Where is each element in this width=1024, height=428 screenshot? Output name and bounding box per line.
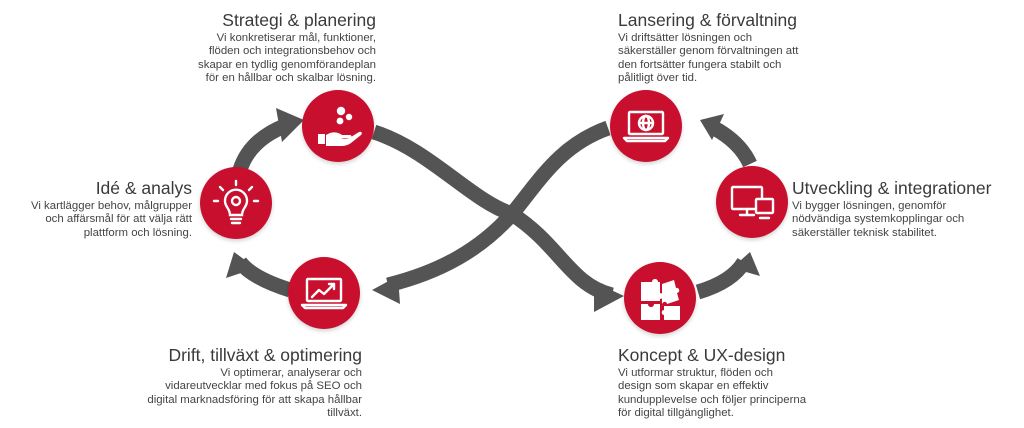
step-ide: Idé & analys Vi kartlägger behov, målgru… <box>4 178 192 240</box>
step-line: Vi kartlägger behov, målgrupper <box>30 200 192 212</box>
node-strategi <box>302 90 374 162</box>
arrow-utveckling-to-lansering <box>710 121 757 168</box>
step-line: för digital tillgänglighet. <box>618 407 734 420</box>
arrowhead-koncept <box>594 282 624 312</box>
step-koncept: Koncept & UX-design Vi utformar struktur… <box>618 345 858 421</box>
arrow-lansering-to-drift <box>386 120 611 293</box>
arrowhead-strategi <box>276 108 304 142</box>
step-line: nödvändiga systemkopplingar och <box>792 213 965 226</box>
step-line: kundupplevelse och följer principerna <box>618 393 807 406</box>
step-line: plattform och lösning. <box>83 226 192 239</box>
step-title: Strategi & planering <box>222 10 376 30</box>
arrowhead-lansering <box>700 114 724 140</box>
step-line: Vi konkretiserar mål, funktioner, <box>216 32 376 44</box>
connected-screens-icon <box>730 185 775 220</box>
step-utveckling: Utveckling & integrationer Vi bygger lös… <box>792 178 1022 240</box>
arrowhead-drift <box>372 276 400 304</box>
step-line: Vi driftsätter lösningen och <box>618 32 753 44</box>
step-line: den fortsätter fungera stabilt och <box>618 58 782 71</box>
node-ide <box>200 167 272 239</box>
step-line: och affärsmål för att välja rätt <box>45 213 192 226</box>
step-line: tillväxt. <box>327 407 362 420</box>
laptop-growth-chart-icon <box>300 277 348 310</box>
step-title: Drift, tillväxt & optimering <box>168 345 362 365</box>
step-line: Vi bygger lösningen, genomför <box>792 200 947 212</box>
step-line: design som skapar en effektiv <box>618 380 769 393</box>
step-line: för en hållbar och skalbar lösning. <box>205 72 376 85</box>
step-title: Idé & analys <box>95 178 192 198</box>
node-koncept <box>624 262 696 334</box>
hand-with-bubbles-icon <box>318 106 362 146</box>
step-line: vidareutvecklar med fokus på SEO och <box>165 380 362 393</box>
step-lansering: Lansering & förvaltning Vi driftsätter l… <box>618 10 848 86</box>
step-line: flöden och integrationsbehov och <box>208 45 376 58</box>
step-line: säkerställer teknisk stabilitet. <box>792 226 937 239</box>
step-line: skapar en tydlig genomförandeplan <box>198 58 376 71</box>
step-title: Utveckling & integrationer <box>792 178 992 198</box>
step-line: säkerställer genom förvaltningen att <box>618 45 799 58</box>
step-title: Lansering & förvaltning <box>618 10 797 30</box>
lightbulb-gear-icon <box>212 179 260 225</box>
puzzle-pieces-icon <box>641 279 680 320</box>
step-line: Vi utformar struktur, flöden och <box>618 367 773 379</box>
arrowhead-ide <box>226 252 256 278</box>
step-line: pålitligt över tid. <box>618 72 698 85</box>
arrowhead-utveckling <box>732 252 760 276</box>
node-lansering <box>610 90 682 162</box>
step-strategi: Strategi & planering Vi konkretiserar må… <box>110 10 376 86</box>
node-drift <box>288 257 360 329</box>
arrow-strategi-to-koncept <box>371 124 615 303</box>
node-utveckling <box>716 166 788 238</box>
step-line: digital marknadsföring för att skapa hål… <box>147 393 362 406</box>
step-line: Vi optimerar, analyserar och <box>220 367 362 379</box>
step-title: Koncept & UX-design <box>618 345 786 365</box>
laptop-globe-icon <box>622 110 670 143</box>
step-drift: Drift, tillväxt & optimering Vi optimera… <box>110 345 362 421</box>
